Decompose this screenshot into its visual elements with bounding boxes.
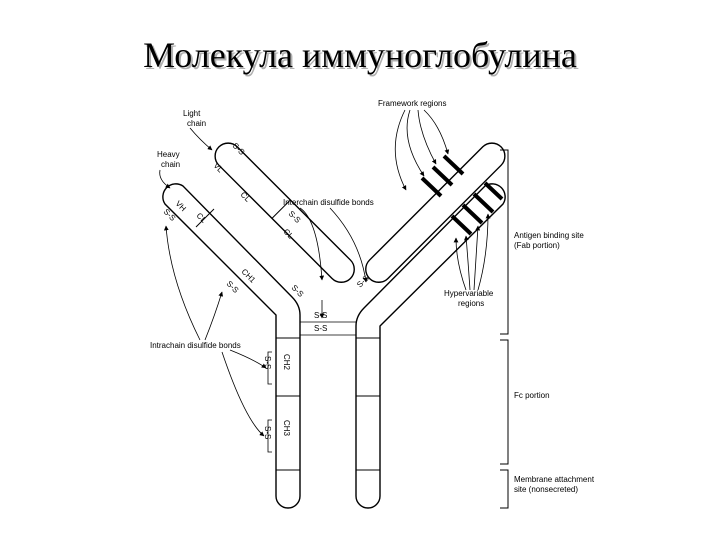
ss-ch2-intrachain: S-S [263,356,272,369]
heavy-chain-label-1: Heavy [157,150,180,159]
right-light-chain [365,142,506,283]
light-chain-label-1: Light [183,109,201,118]
page-title: Молекула иммуноглобулина [143,35,577,75]
fc-portion-label: Fc portion [514,391,550,400]
ss-ch3-intrachain: S-S [263,426,272,439]
framework-regions-label: Framework regions [378,99,446,108]
ss-ch1: S-S [225,279,241,295]
leader-lines [159,109,491,437]
ch3-label: CH3 [282,420,291,437]
ss-hinge-1: S-S [314,311,327,320]
light-chain-label-2: chain [187,119,206,128]
antigen-site-label-2: (Fab portion) [514,241,560,250]
heavy-chain-label-2: chain [161,160,180,169]
ss-hinge-2: S-S [314,324,327,333]
fc-bracket [500,339,509,465]
left-light-chain [214,142,355,283]
membrane-label-2: site (nonsecreted) [514,485,578,494]
hypervariable-label-1: Hypervariable [444,289,494,298]
fab-bracket [500,149,509,335]
intrachain-bonds-label: Intrachain disulfide bonds [150,341,241,350]
antigen-site-label-1: Antigen binding site [514,231,584,240]
membrane-bracket [500,469,509,509]
left-heavy-chain [162,183,301,509]
hypervariable-label-2: regions [458,299,484,308]
ch2-label: CH2 [282,354,291,371]
left-vh-divider [195,208,215,228]
hypervariable-stripes [450,181,504,236]
framework-stripes [420,154,465,198]
interchain-bonds-label: Interchain disulfide bonds [283,198,374,207]
membrane-label-1: Membrane attachment [514,475,595,484]
